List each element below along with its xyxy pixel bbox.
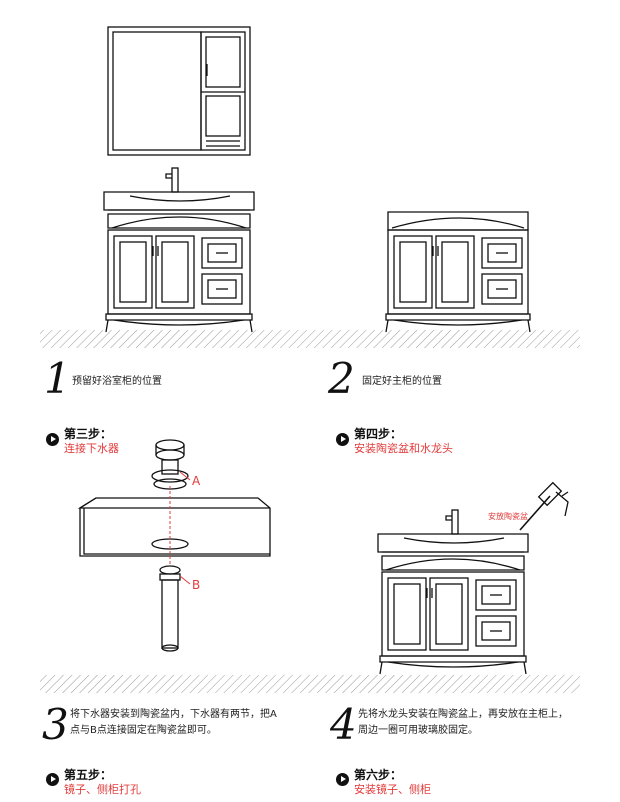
step-6-subtitle: 安装镜子、侧柜: [354, 783, 431, 796]
glue-gun-label: 安放陶瓷盆: [488, 512, 528, 521]
step-2-caption: 固定好主柜的位置: [362, 376, 442, 387]
step-4-caption: 先将水龙头安装在陶瓷盆上，再安放在主柜上， 周边一圈可用玻璃胶固定。: [358, 709, 568, 736]
floor-hatch-top: [40, 330, 580, 348]
point-a-label: A: [192, 474, 201, 488]
step-3-subtitle: 连接下水器: [64, 442, 119, 455]
play-circle-icon: [46, 773, 59, 786]
vanity-with-glue-gun: [377, 481, 569, 675]
step-6-title: 第六步：: [354, 768, 403, 782]
step-5-title: 第五步：: [64, 768, 113, 782]
step-3-caption: 将下水器安装到陶瓷盆内，下水器有两节，把A 点与B点连接固定在陶瓷盆即可。: [70, 709, 277, 736]
step-1-caption: 预留好浴室柜的位置: [72, 376, 162, 387]
step-4-subtitle: 安装陶瓷盆和水龙头: [354, 442, 453, 455]
step-2-number: 2: [328, 354, 355, 403]
step-3-title: 第三步：: [64, 427, 113, 441]
step-1-number: 1: [44, 354, 71, 403]
point-b-leader: [179, 575, 191, 585]
main-cabinet: [385, 211, 531, 333]
step-5-subtitle: 镜子、侧柜打孔: [64, 783, 141, 796]
floor-hatch-bottom: [40, 675, 580, 693]
mirror-cabinet: [107, 26, 251, 156]
point-a-leader: [179, 471, 191, 481]
step-4-number: 4: [330, 700, 357, 749]
play-circle-icon: [336, 433, 349, 446]
point-b-label: B: [192, 578, 201, 592]
step-3-number: 3: [42, 700, 69, 749]
play-circle-icon: [46, 433, 59, 446]
drain-assembly: [77, 439, 271, 652]
vanity-with-basin: [103, 167, 255, 333]
step-4-title: 第四步：: [354, 427, 403, 441]
play-circle-icon: [336, 773, 349, 786]
